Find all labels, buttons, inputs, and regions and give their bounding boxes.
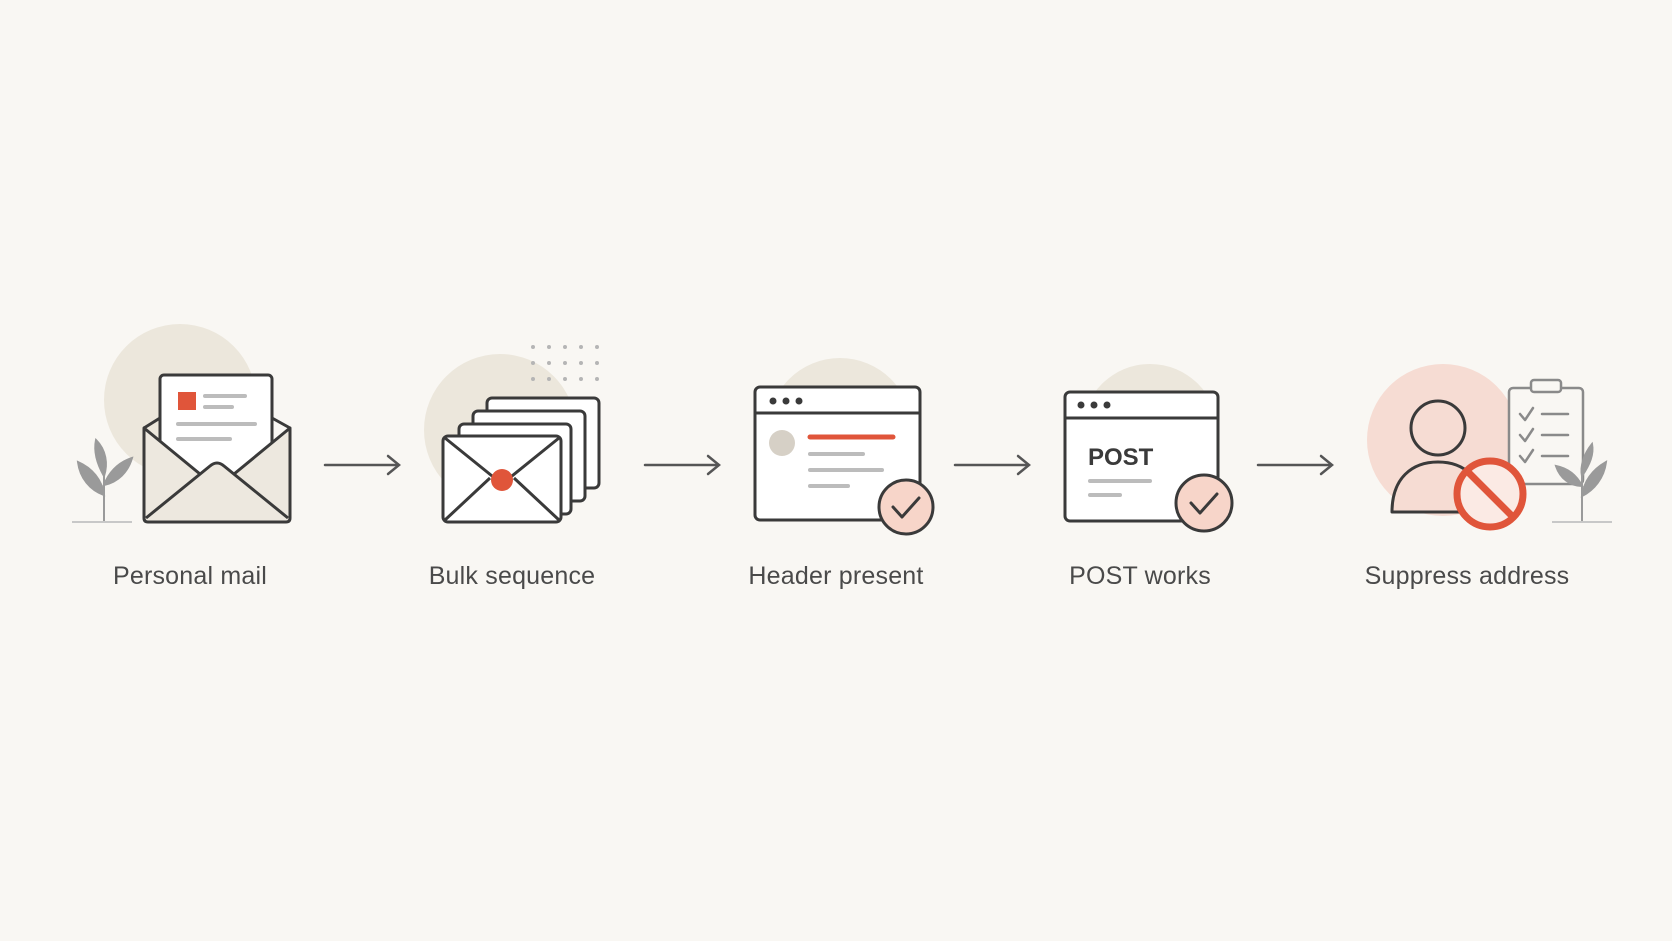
dot-grid	[531, 345, 599, 381]
plant-icon	[1552, 441, 1612, 523]
browser-window-check-icon	[753, 385, 935, 536]
arrow-right-icon	[953, 454, 1031, 476]
step-suppress-address	[1367, 364, 1612, 531]
step-header-present	[753, 358, 935, 536]
step-label-bulk-sequence: Bulk sequence	[428, 562, 596, 590]
step-label-suppress-address: Suppress address	[1364, 562, 1570, 590]
step-post-works: POST	[1063, 364, 1234, 533]
check-badge-icon	[877, 478, 935, 536]
step-label-post-works: POST works	[1069, 562, 1211, 590]
arrow-right-icon	[1256, 454, 1334, 476]
arrow-right-icon	[323, 454, 401, 476]
step-label-header-present: Header present	[748, 562, 924, 590]
stacked-envelopes-icon	[441, 396, 601, 524]
plant-icon	[72, 437, 134, 523]
arrow-right-icon	[643, 454, 721, 476]
step-label-personal-mail: Personal mail	[112, 562, 268, 590]
blocked-user-icon	[1453, 457, 1527, 531]
step-bulk-sequence	[424, 345, 601, 524]
post-window-check-icon: POST	[1063, 390, 1234, 533]
step-personal-mail	[72, 324, 292, 524]
clipboard-checklist-icon	[1507, 378, 1585, 486]
post-window-text: POST	[1088, 444, 1154, 471]
check-badge-icon	[1174, 473, 1234, 533]
open-envelope-icon	[142, 373, 292, 524]
